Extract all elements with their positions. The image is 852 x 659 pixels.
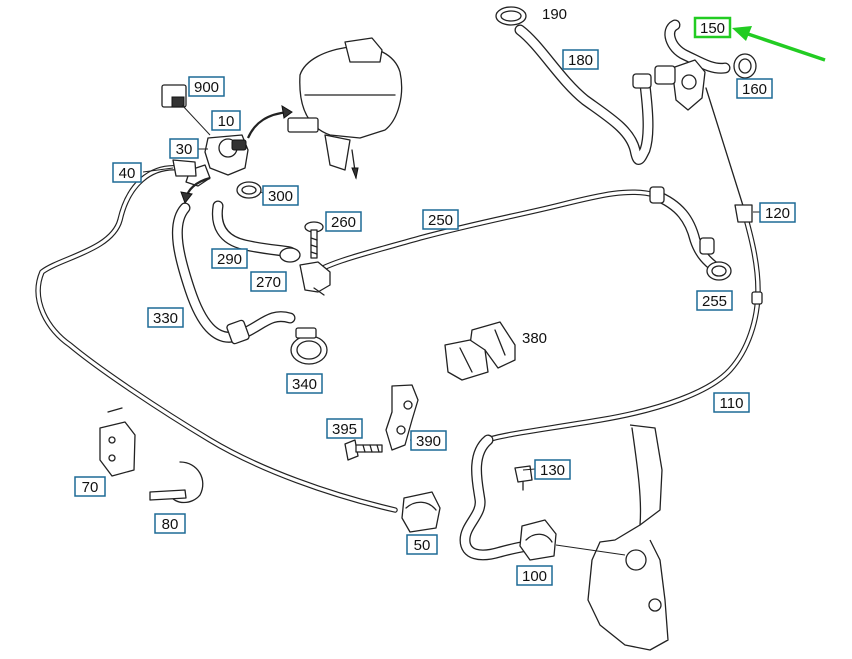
svg-text:340: 340: [292, 376, 317, 393]
svg-text:130: 130: [540, 462, 565, 479]
valve-assembly: [654, 59, 706, 111]
reservoir-tank: [555, 424, 669, 651]
svg-text:10: 10: [218, 113, 235, 130]
part-label-190[interactable]: 190: [542, 6, 567, 23]
svg-text:390: 390: [416, 433, 441, 450]
hose-250: [307, 186, 722, 278]
plug-900: [161, 84, 211, 136]
part-label-900[interactable]: 900: [188, 76, 225, 97]
svg-text:160: 160: [742, 81, 767, 98]
svg-text:300: 300: [268, 188, 293, 205]
svg-text:70: 70: [82, 479, 99, 496]
bolt-395: [344, 439, 383, 461]
bolt-260: [304, 221, 324, 259]
clamp-270: [279, 247, 301, 263]
part-label-120[interactable]: 120: [759, 202, 796, 223]
bracket-380: [444, 321, 516, 381]
bracket-100: [519, 519, 557, 561]
svg-text:50: 50: [414, 537, 431, 554]
svg-text:270: 270: [256, 274, 281, 291]
part-label-260[interactable]: 260: [325, 211, 362, 232]
svg-text:380: 380: [522, 330, 547, 347]
hose-110: [459, 87, 763, 561]
svg-text:110: 110: [720, 395, 744, 412]
part-label-250[interactable]: 250: [422, 209, 459, 230]
svg-text:150: 150: [700, 20, 725, 37]
svg-text:120: 120: [765, 205, 790, 222]
clamp-190: [495, 6, 527, 26]
hose-150: [664, 19, 731, 74]
cable-tie-80: [149, 461, 204, 504]
bracket-70: [99, 407, 136, 477]
part-label-290[interactable]: 290: [211, 248, 248, 269]
part-label-40[interactable]: 40: [112, 162, 142, 183]
part-label-50[interactable]: 50: [406, 534, 438, 555]
part-label-110[interactable]: 110: [713, 392, 750, 413]
part-label-340[interactable]: 340: [286, 373, 323, 394]
hose-180: [514, 24, 654, 165]
expansion-tank: [287, 37, 403, 180]
part-label-380[interactable]: 380: [522, 330, 547, 347]
hose-330: [171, 202, 296, 345]
svg-text:80: 80: [162, 516, 179, 533]
clamp-160: [733, 53, 757, 79]
svg-text:100: 100: [522, 568, 547, 585]
part-label-70[interactable]: 70: [74, 476, 106, 497]
clamp-30: [172, 159, 197, 177]
svg-text:30: 30: [176, 141, 193, 158]
clamp-300: [236, 181, 269, 199]
part-label-160[interactable]: 160: [736, 78, 773, 99]
fitting-270: [299, 261, 331, 296]
connector-120: [734, 204, 753, 223]
part-label-390[interactable]: 390: [410, 430, 447, 451]
svg-text:40: 40: [119, 165, 136, 182]
part-label-150[interactable]: 150: [693, 16, 732, 39]
part-label-130[interactable]: 130: [534, 459, 571, 480]
hose-290: [211, 200, 296, 258]
svg-text:180: 180: [568, 52, 593, 69]
svg-text:395: 395: [332, 421, 357, 438]
highlight-arrow: [732, 26, 826, 62]
svg-text:255: 255: [702, 293, 727, 310]
svg-text:250: 250: [428, 212, 453, 229]
part-label-10[interactable]: 10: [211, 110, 241, 131]
svg-text:260: 260: [331, 214, 356, 231]
part-label-80[interactable]: 80: [154, 513, 186, 534]
part-label-300[interactable]: 300: [262, 185, 299, 206]
clamp-50: [401, 491, 441, 533]
svg-text:190: 190: [542, 6, 567, 23]
svg-text:290: 290: [217, 251, 242, 268]
hose-40: [35, 165, 398, 513]
part-label-30[interactable]: 30: [169, 138, 199, 159]
part-label-270[interactable]: 270: [250, 271, 287, 292]
bracket-390: [385, 384, 419, 451]
svg-text:900: 900: [194, 79, 219, 96]
clamp-340: [290, 327, 328, 365]
clamp-255: [706, 261, 732, 281]
svg-text:330: 330: [153, 310, 178, 327]
part-label-330[interactable]: 330: [147, 307, 184, 328]
part-label-180[interactable]: 180: [562, 49, 599, 70]
part-label-100[interactable]: 100: [516, 565, 553, 586]
part-label-255[interactable]: 255: [696, 290, 733, 311]
assembly-arrows: [180, 105, 293, 205]
part-label-395[interactable]: 395: [326, 418, 363, 439]
